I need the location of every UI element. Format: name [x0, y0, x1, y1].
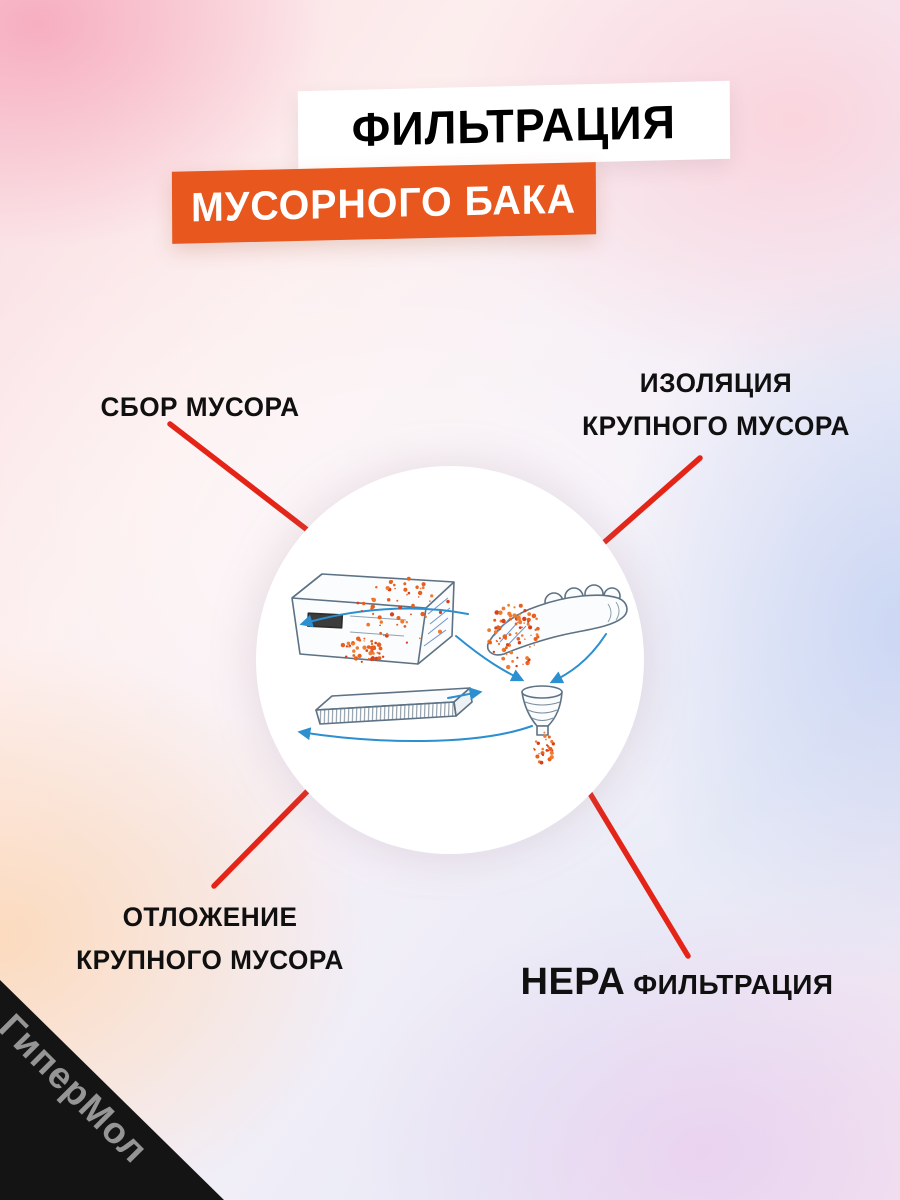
callout-collection-label: СБОР МУСОРА: [100, 392, 300, 422]
airflow-arrows: [297, 607, 607, 743]
brand-watermark: ГиперМол: [0, 1006, 157, 1171]
callout-isolation-line2: КРУПНОГО МУСОРА: [582, 411, 850, 441]
callout-deposition-line2: КРУПНОГО МУСОРА: [76, 945, 344, 975]
cyclone-cone-illustration: [521, 685, 563, 736]
callout-isolation: ИЗОЛЯЦИЯ КРУПНОГО МУСОРА: [570, 362, 862, 448]
corner-ribbon: ГиперМол: [0, 980, 224, 1200]
title-banner: ФИЛЬТРАЦИЯ: [297, 80, 731, 170]
page-title: ФИЛЬТРАЦИЯ: [351, 94, 677, 156]
debris-particles: [340, 576, 555, 765]
illustration-circle: [256, 466, 644, 854]
callout-collection: СБОР МУСОРА: [50, 386, 350, 429]
callout-isolation-line1: ИЗОЛЯЦИЯ: [639, 368, 793, 398]
cyclone-unit-illustration: [486, 584, 628, 656]
callout-hepa: HEPA ФИЛЬТРАЦИЯ: [516, 958, 838, 1009]
callout-hepa-emphasis: HEPA: [520, 961, 626, 1003]
callout-deposition-line1: ОТЛОЖЕНИЕ: [122, 902, 298, 932]
page-subtitle: МУСОРНОГО БАКА: [191, 175, 577, 230]
foam-filter-illustration: [315, 687, 473, 725]
subtitle-banner: МУСОРНОГО БАКА: [171, 162, 597, 244]
dust-container-illustration: [291, 573, 455, 665]
callout-deposition: ОТЛОЖЕНИЕ КРУПНОГО МУСОРА: [55, 896, 365, 982]
callout-hepa-rest: ФИЛЬТРАЦИЯ: [633, 969, 834, 1000]
vacuum-dustbin-filtration-diagram: [291, 573, 628, 765]
